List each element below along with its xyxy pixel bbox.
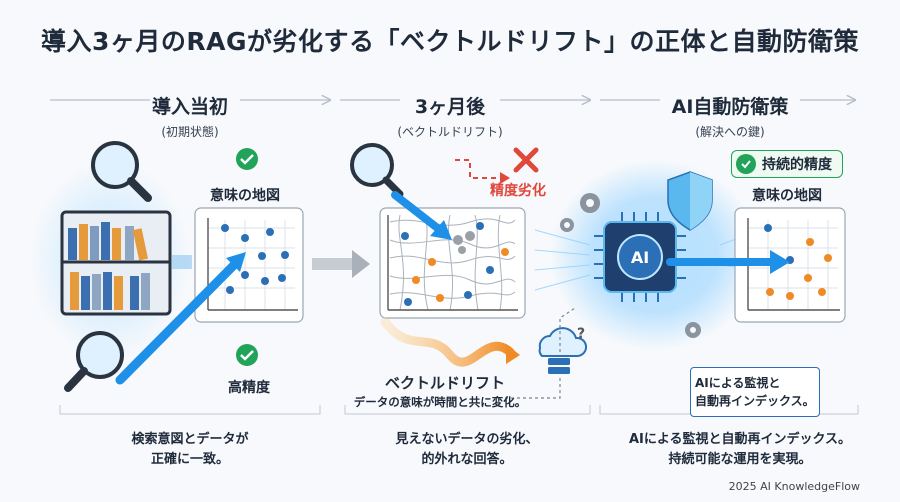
- drift-label: ベクトルドリフト データの意味が時間と共に変化。: [345, 372, 545, 410]
- high-precision-label: 高精度: [228, 380, 270, 396]
- meaning-map-label: 意味の地図: [210, 188, 280, 204]
- sustained-precision-badge: 持続的精度: [731, 150, 843, 178]
- cross-icon: [513, 147, 539, 173]
- copyright: 2025 AI KnowledgeFlow: [728, 480, 860, 493]
- footer-line: 検索意図とデータが: [131, 432, 249, 447]
- drift-description: データの意味が時間と共に変化。: [353, 395, 527, 409]
- meaning-map-chart: [194, 207, 304, 323]
- magnifier-icon: [350, 143, 404, 198]
- magnifier-icon: [91, 141, 152, 202]
- sustained-precision-label: 持続的精度: [762, 157, 832, 173]
- magnifier-icon: [64, 331, 124, 392]
- section-subtitle: (解決への鍵): [695, 125, 765, 139]
- footer-line: 的外れな回答。: [421, 452, 513, 467]
- section-header-initial: 導入当初 (初期状態): [60, 92, 320, 140]
- drifted-map-chart: [379, 207, 526, 319]
- precision-degradation-label: 精度劣化: [490, 183, 546, 199]
- section-subtitle: (ベクトルドリフト): [397, 125, 503, 139]
- footer-line: 見えないデータの劣化、: [395, 432, 539, 447]
- section-footer: 検索意図とデータが 正確に一致。: [50, 430, 330, 470]
- footer-line: 持続可能な運用を実現。: [668, 452, 812, 467]
- footer-line: AIによる監視と自動再インデックス。: [628, 432, 852, 447]
- check-icon: [736, 154, 756, 174]
- check-icon: [236, 148, 258, 170]
- footer-line: 正確に一致。: [150, 452, 229, 467]
- transition-arrow: [312, 250, 370, 278]
- check-icon: [236, 344, 258, 366]
- callout-line: AIによる監視と: [695, 376, 781, 390]
- section-subtitle: (初期状態): [161, 125, 219, 139]
- section-header-drift: 3ヶ月後 (ベクトルドリフト): [320, 92, 580, 140]
- section-footer: AIによる監視と自動再インデックス。 持続可能な運用を実現。: [590, 430, 890, 470]
- shield-icon: [667, 171, 713, 231]
- cloud-server-icon: [538, 327, 587, 374]
- monitoring-callout: AIによる監視と 自動再インデックス。: [690, 367, 820, 417]
- ai-chip-label: AI: [631, 248, 649, 267]
- section-title: 導入当初: [151, 96, 228, 118]
- gear-icon: [560, 193, 701, 338]
- meaning-map-label: 意味の地図: [752, 188, 822, 204]
- section-title: AI自動防衛策: [671, 96, 789, 118]
- svg-text:?: ?: [577, 326, 585, 342]
- drift-title: ベクトルドリフト: [384, 374, 505, 392]
- meaning-map-chart: [734, 207, 846, 323]
- page-title: 導入3ヶ月のRAGが劣化する「ベクトルドリフト」の正体と自動防衛策: [40, 27, 860, 56]
- ai-chip-icon: AI: [594, 212, 686, 302]
- callout-line: 自動再インデックス。: [695, 394, 815, 408]
- section-header-defense: AI自動防衛策 (解決への鍵): [600, 92, 860, 140]
- section-footer: 見えないデータの劣化、 的外れな回答。: [327, 430, 607, 470]
- section-title: 3ヶ月後: [414, 96, 486, 118]
- bookshelf-icon: [60, 210, 172, 316]
